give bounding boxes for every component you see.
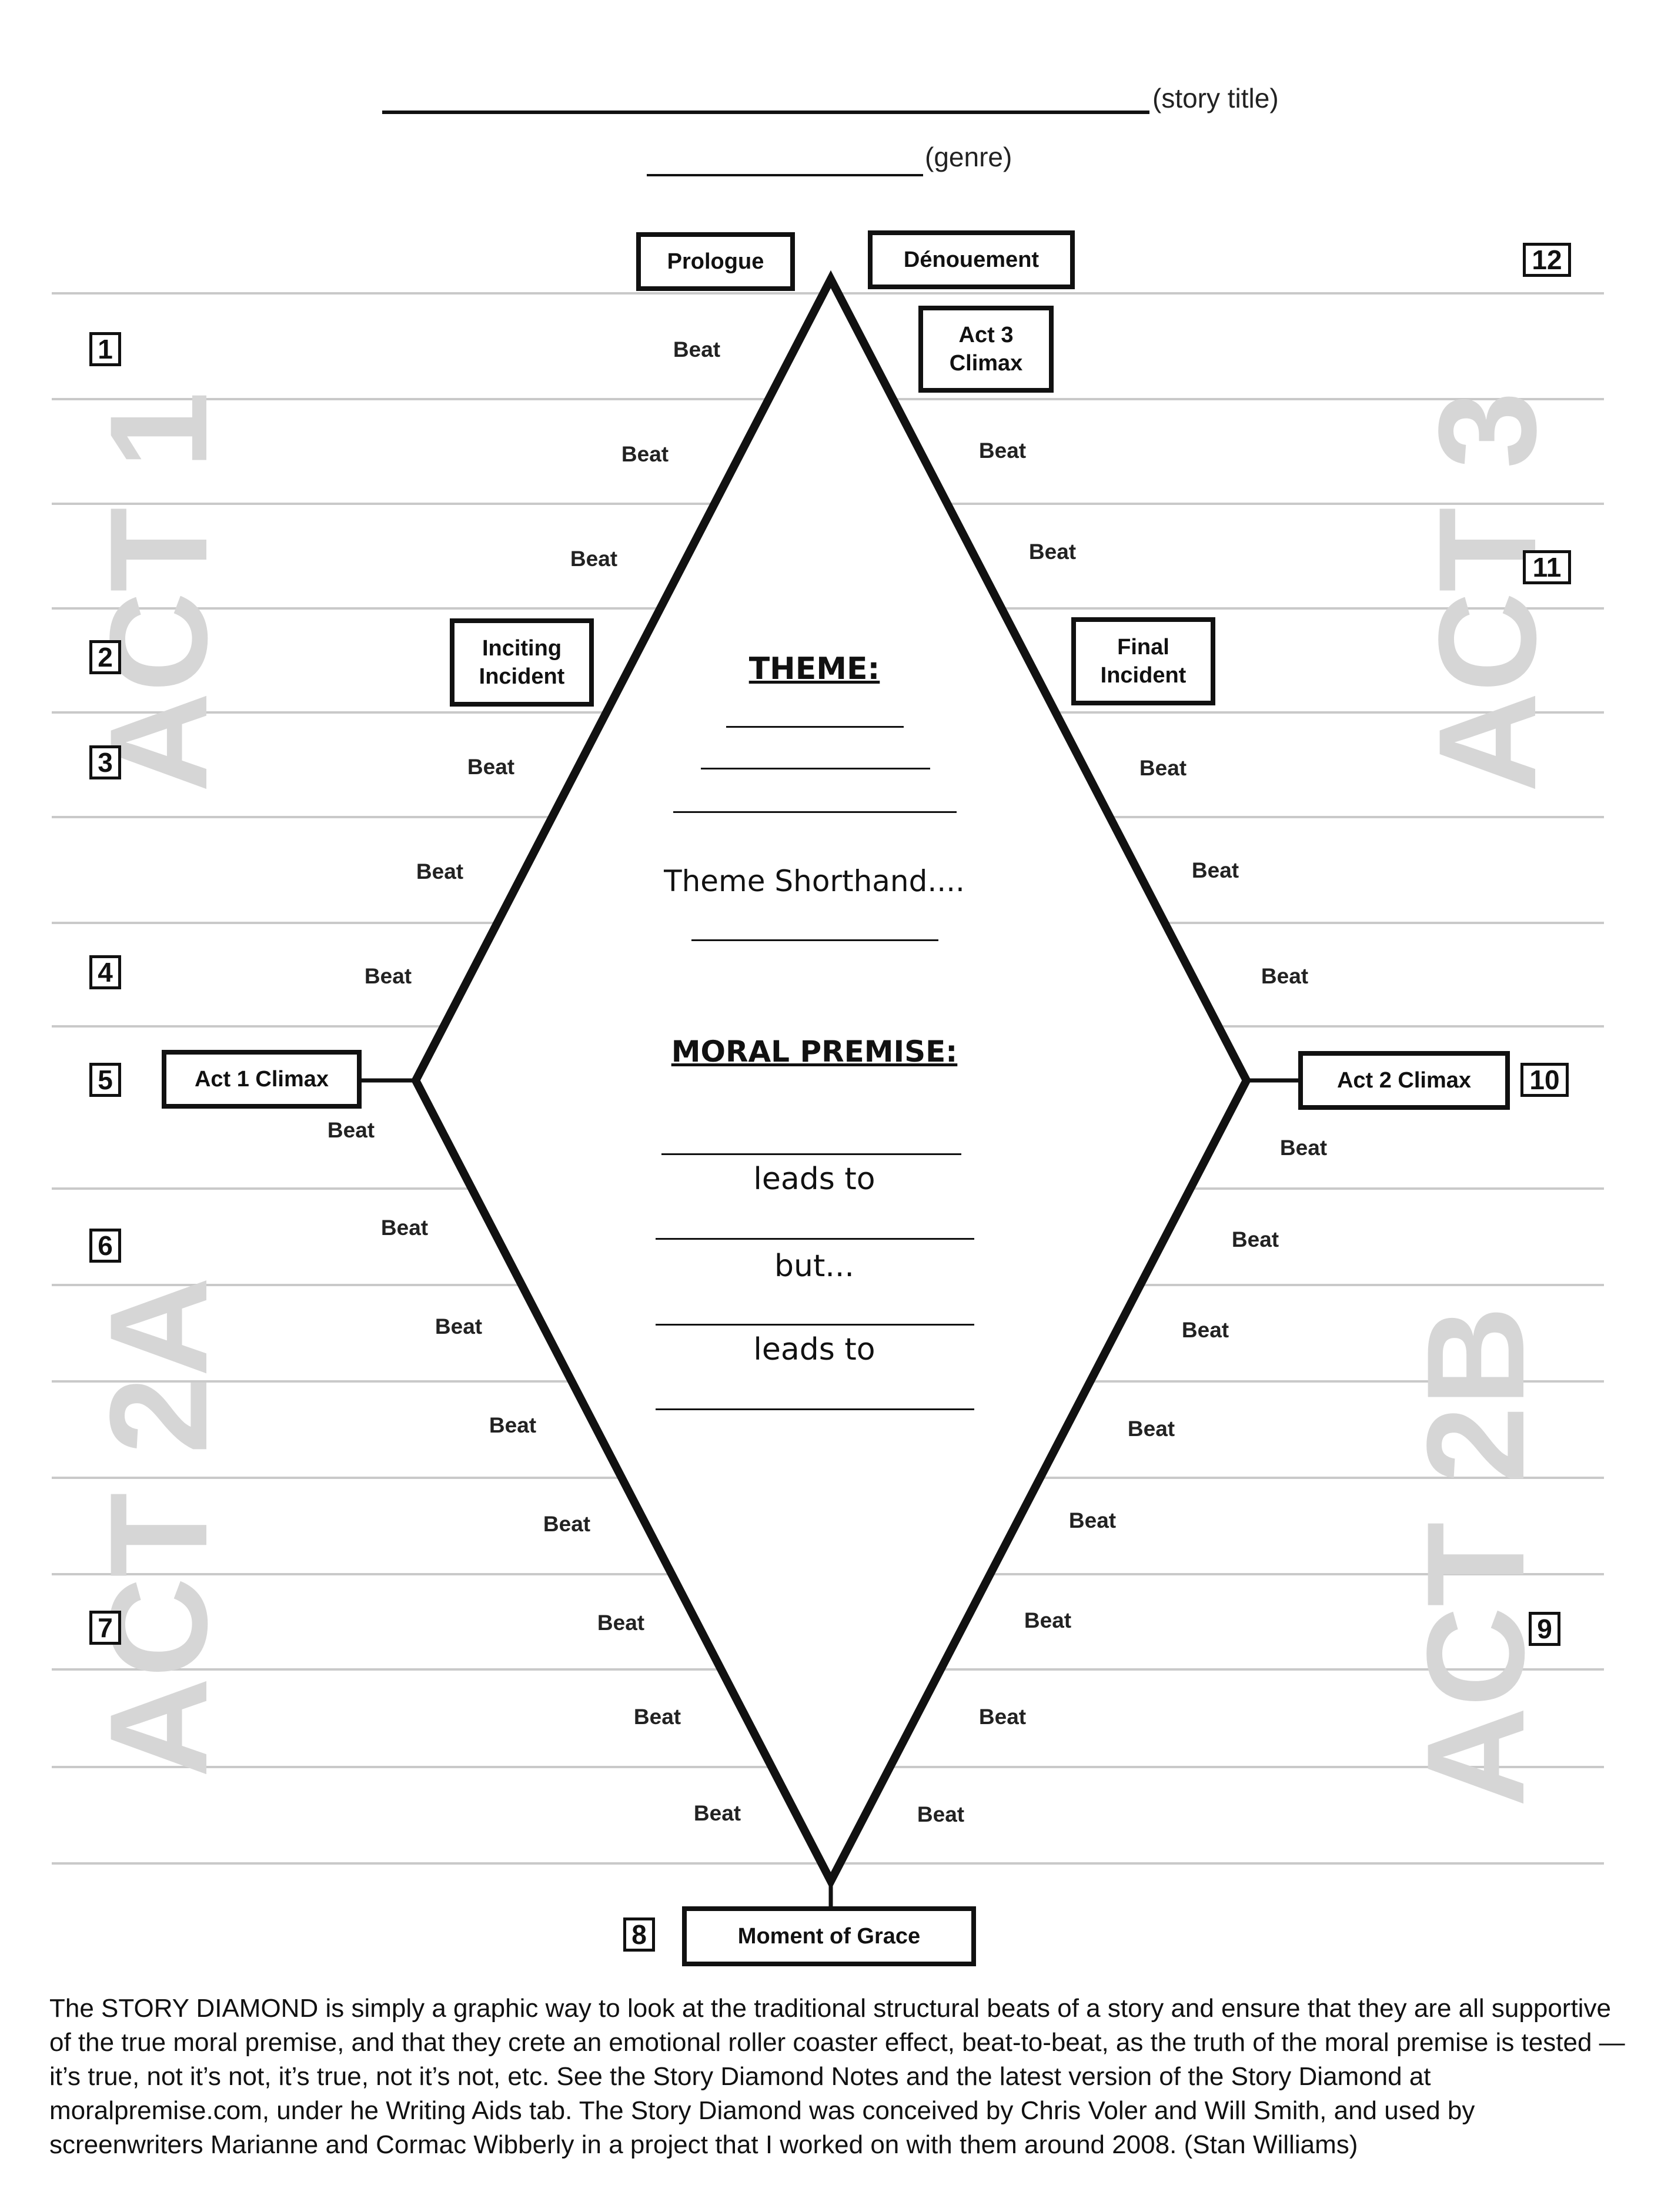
but-label: but... [774,1249,854,1284]
moral-premise-heading: MORAL PREMISE: [671,1035,958,1069]
beat-label: Beat [416,859,464,884]
beat-label: Beat [633,1705,681,1729]
theme-heading: THEME: [748,651,880,687]
moment-of-grace-box[interactable]: Moment of Grace [682,1906,976,1966]
number-box-2: 2 [89,640,121,674]
beat-label: Beat [1279,1136,1328,1160]
act3-climax-box[interactable]: Act 3 Climax [918,306,1054,393]
moral-premise-line-3[interactable] [656,1324,974,1326]
theme-line-2[interactable] [701,768,930,769]
theme-shorthand-line[interactable] [691,939,938,941]
number-box-9: 9 [1529,1612,1560,1646]
beat-label: Beat [489,1413,537,1437]
number-box-8: 8 [623,1917,655,1952]
prologue-box[interactable]: Prologue [636,232,795,291]
beat-label: Beat [543,1512,591,1536]
beat-label: Beat [1127,1417,1175,1441]
story-title-label: (story title) [1152,83,1279,113]
denouement-box[interactable]: Dénouement [868,230,1075,289]
beat-label: Beat [1068,1508,1117,1532]
beat-label: Beat [467,755,515,779]
number-box-11: 11 [1523,550,1571,584]
beat-label: Beat [978,439,1027,463]
genre-label: (genre) [925,142,1012,172]
beat-label: Beat [380,1216,429,1240]
beat-label: Beat [1261,964,1309,988]
beat-label: Beat [1139,756,1187,780]
number-box-1: 1 [89,332,121,366]
beat-label: Beat [570,547,618,571]
story-title-line[interactable] [382,111,1149,114]
beat-label: Beat [621,442,669,466]
beat-label: Beat [978,1705,1027,1729]
theme-line-1[interactable] [726,726,904,728]
diamond-shape [411,270,1251,1890]
number-box-4: 4 [89,955,121,989]
moral-premise-line-2[interactable] [656,1238,974,1240]
number-box-5: 5 [89,1063,121,1097]
beat-label: Beat [435,1314,483,1338]
beat-label: Beat [1191,858,1239,882]
number-box-12: 12 [1523,243,1571,277]
act2-climax-box[interactable]: Act 2 Climax [1298,1051,1510,1110]
beat-label: Beat [597,1611,645,1635]
moral-premise-line-4[interactable] [656,1408,974,1410]
beat-label: Beat [1028,540,1077,564]
beat-label: Beat [917,1802,965,1826]
genre-line[interactable] [647,174,923,176]
leads-to-label-2: leads to [753,1332,875,1367]
beat-label: Beat [1024,1608,1072,1632]
final-incident-box[interactable]: Final Incident [1071,617,1215,705]
inciting-incident-box[interactable]: Inciting Incident [450,618,594,707]
act1-climax-box[interactable]: Act 1 Climax [162,1050,362,1109]
theme-line-3[interactable] [673,811,957,813]
footer-description: The STORY DIAMOND is simply a graphic wa… [49,1994,1625,2159]
beat-label: Beat [1231,1227,1279,1251]
beat-label: Beat [693,1801,741,1825]
beat-label: Beat [327,1118,375,1142]
beat-label: Beat [364,964,412,988]
theme-shorthand-label: Theme Shorthand.... [664,864,965,898]
number-box-3: 3 [89,745,121,779]
leads-to-label-1: leads to [753,1162,875,1197]
beat-label: Beat [673,337,721,362]
number-box-7: 7 [89,1611,121,1645]
number-box-10: 10 [1520,1063,1569,1097]
moral-premise-line-1[interactable] [661,1153,961,1155]
beat-label: Beat [1181,1318,1229,1342]
number-box-6: 6 [89,1229,121,1263]
